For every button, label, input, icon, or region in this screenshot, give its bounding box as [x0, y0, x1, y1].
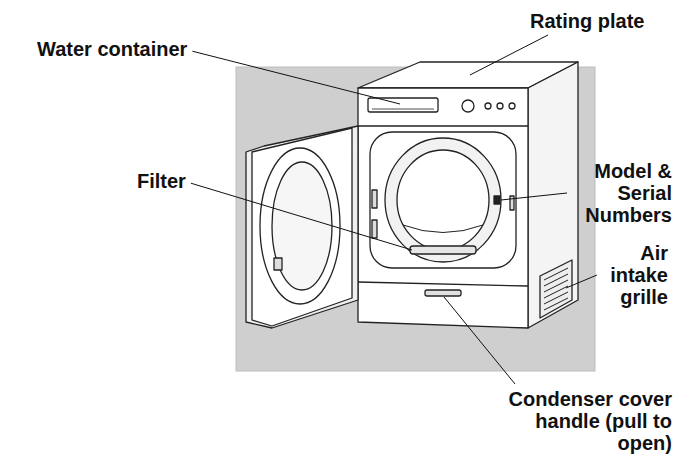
door-opening [370, 132, 516, 268]
part-label: Condenser cover handle (pull to open) [497, 388, 672, 454]
drum-baffle [403, 225, 483, 233]
grille-frame [540, 260, 572, 318]
hinge [372, 190, 377, 208]
grille-slats [544, 268, 568, 310]
part-label: Filter [137, 170, 186, 192]
button [497, 103, 503, 109]
drawer-lip [372, 109, 434, 110]
part-label: Rating plate [530, 10, 644, 32]
leader-line [470, 35, 548, 75]
cabinet-front [358, 88, 528, 328]
plinth-edge [358, 282, 528, 286]
panel-edge [358, 125, 528, 126]
leader-line [501, 193, 567, 200]
leader-line [191, 183, 412, 250]
leader-line [566, 275, 597, 288]
door-latch [274, 258, 282, 270]
button [485, 103, 491, 109]
drum-back [397, 150, 489, 250]
door-window-rim [260, 148, 340, 304]
leader-line [444, 297, 515, 384]
cabinet-side [528, 62, 578, 328]
door-edge [246, 126, 358, 328]
button [509, 103, 515, 109]
door-catch [510, 196, 514, 210]
hinge [372, 220, 377, 238]
water-container-drawer [368, 98, 438, 112]
dial [462, 100, 474, 112]
drum [385, 138, 501, 262]
model-plate [494, 196, 500, 204]
filter [410, 246, 476, 254]
door-window [272, 162, 332, 290]
part-label: Air intake grille [602, 242, 668, 308]
leader-line [192, 51, 400, 104]
condenser-handle [425, 290, 461, 296]
part-label: Water container [37, 38, 187, 60]
part-label: Model & Serial Numbers [572, 160, 672, 226]
